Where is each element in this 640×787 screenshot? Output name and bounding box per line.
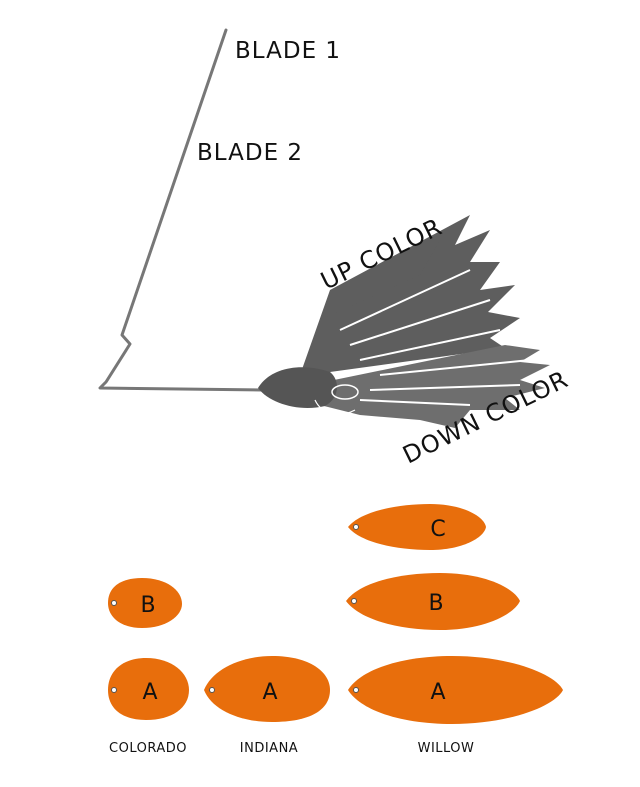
indiana-blade-a: A (204, 656, 330, 722)
willow-blade-b-letter: B (428, 591, 443, 616)
willow-blade-c-letter: C (430, 517, 445, 542)
skirt-strands (339, 269, 531, 406)
willow-label: WILLOW (418, 741, 475, 756)
spinnerbait-wire (98, 28, 264, 392)
blade1-label: BLADE 1 (235, 38, 341, 64)
colorado-blade-b: B (108, 578, 182, 628)
colorado-label: COLORADO (109, 741, 187, 756)
willow-blade-a-letter: A (430, 680, 445, 705)
willow-blade-b: B (346, 573, 520, 630)
colorado-blade-a-letter: A (142, 680, 157, 705)
jig-head (258, 367, 359, 415)
indiana-blade-a-letter: A (262, 680, 277, 705)
skirt-up-color (300, 215, 520, 375)
colorado-blade-b-letter: B (140, 593, 155, 618)
blade2-label: BLADE 2 (197, 140, 303, 166)
willow-blade-c: C (348, 504, 486, 550)
willow-blade-a: A (348, 656, 563, 724)
indiana-label: INDIANA (240, 741, 298, 756)
colorado-blade-a: A (108, 658, 189, 720)
skirt-down-color (295, 345, 550, 428)
